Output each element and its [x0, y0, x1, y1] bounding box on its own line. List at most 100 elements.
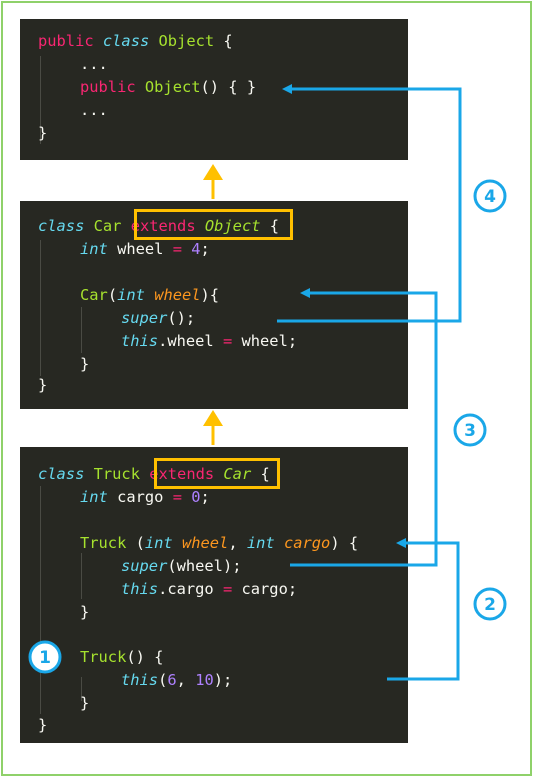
assign-operator: =	[222, 332, 233, 350]
indent-guide	[40, 486, 41, 714]
paren: (	[158, 671, 168, 689]
car-field-wheel: int wheel = 4;	[80, 239, 210, 259]
step-label-2: 2	[484, 595, 496, 615]
constructor-name-object: Object	[144, 78, 201, 96]
number-literal: 4	[191, 240, 201, 258]
truck-this-call: this(6, 10);	[121, 670, 232, 690]
object-ellipsis-bottom: ...	[80, 101, 108, 119]
member-access: .cargo	[158, 580, 223, 598]
call-arrow-step-4	[277, 84, 462, 323]
comma: ,	[176, 671, 196, 689]
step-marker-1: 1	[28, 640, 62, 674]
car-super-call: super();	[121, 308, 195, 328]
indent-guide	[81, 677, 82, 701]
semicolon: ;	[200, 488, 210, 506]
assign-operator: =	[172, 488, 182, 506]
paren-brace: ) {	[330, 534, 359, 552]
parent-class-object: Object	[204, 217, 261, 235]
assigned-value: wheel;	[232, 332, 298, 350]
keyword-extends: extends	[130, 217, 196, 235]
constructor-name-car: Car	[80, 286, 108, 304]
car-close-brace: }	[38, 376, 48, 394]
call-arrow-step-2	[387, 538, 460, 681]
number-literal: 0	[191, 488, 201, 506]
object-close-brace: }	[38, 124, 48, 142]
param-wheel: wheel	[181, 534, 229, 552]
indent-guide	[40, 240, 41, 376]
extends-car-highlight	[154, 458, 280, 489]
comma: ,	[228, 534, 247, 552]
car-class-panel: class Car extends Object { int wheel = 4…	[20, 201, 408, 409]
indent-guide	[40, 56, 41, 144]
keyword-extends: extends	[149, 465, 215, 483]
car-constructor-close: }	[80, 355, 90, 373]
field-name: cargo	[107, 488, 173, 506]
keyword-this: this	[121, 332, 159, 350]
step-marker-3: 3	[453, 413, 487, 447]
param-cargo: cargo	[283, 534, 331, 552]
constructor-body: () { }	[200, 78, 257, 96]
object-constructor: public Object() { }	[80, 77, 256, 97]
step-label-4: 4	[484, 187, 496, 207]
truck-field-cargo: int cargo = 0;	[80, 487, 210, 507]
type-int: int	[80, 240, 108, 258]
assign-operator: =	[172, 240, 182, 258]
keyword-this: this	[121, 580, 159, 598]
keyword-public: public	[38, 32, 94, 50]
extends-object-highlight	[134, 209, 293, 240]
semicolon: ;	[200, 240, 210, 258]
field-name: wheel	[107, 240, 173, 258]
keyword-class: class	[102, 32, 150, 50]
inheritance-arrow-car-to-object	[203, 164, 223, 199]
constructor-name-truck: Truck	[80, 534, 127, 552]
class-name-truck: Truck	[93, 465, 140, 483]
car-this-assignment: this.wheel = wheel;	[121, 331, 297, 351]
inheritance-arrow-truck-to-car	[203, 410, 223, 445]
truck-super-call: super(wheel);	[121, 556, 241, 576]
class-name-car: Car	[93, 217, 122, 235]
assigned-value: cargo;	[232, 580, 298, 598]
step-marker-4: 4	[473, 179, 507, 213]
keyword-super: super	[121, 309, 168, 327]
truck-close-brace: }	[38, 716, 48, 734]
number-literal: 6	[167, 671, 177, 689]
truck-this-assignment: this.cargo = cargo;	[121, 579, 297, 599]
object-class-declaration: public class Object {	[38, 31, 233, 51]
open-brace: {	[260, 465, 270, 483]
call-args: ();	[167, 309, 196, 327]
keyword-super: super	[121, 557, 168, 575]
truck-constructor-two-args: Truck (int wheel, int cargo) {	[80, 533, 358, 553]
constructor-name-truck: Truck	[80, 648, 127, 666]
truck-class-panel: class Truck extends Car { int cargo = 0;…	[20, 447, 408, 743]
truck-constructor-close: }	[80, 603, 90, 621]
param-wheel: wheel	[154, 286, 201, 304]
car-constructor: Car(int wheel){	[80, 285, 219, 305]
type-int: int	[144, 534, 173, 552]
car-class-declaration: class Car extends Object {	[38, 216, 279, 236]
type-int: int	[117, 286, 145, 304]
indent-guide	[81, 553, 82, 599]
type-int: int	[80, 488, 108, 506]
step-marker-2: 2	[473, 587, 507, 621]
constructor-open: () {	[126, 648, 164, 666]
call-args: (wheel);	[167, 557, 242, 575]
paren-semicolon: );	[213, 671, 233, 689]
paren: (	[126, 534, 145, 552]
truck-default-constructor: Truck() {	[80, 647, 163, 667]
step-label-3: 3	[464, 421, 476, 441]
paren-brace: ){	[200, 286, 220, 304]
paren: (	[107, 286, 118, 304]
type-int: int	[246, 534, 275, 552]
class-name-object: Object	[158, 32, 215, 50]
call-arrow-step-3	[290, 288, 438, 567]
indent-guide	[81, 307, 82, 353]
truck-default-constructor-close: }	[80, 694, 90, 712]
truck-class-declaration: class Truck extends Car {	[38, 464, 270, 484]
keyword-public: public	[80, 78, 136, 96]
open-brace: {	[269, 217, 280, 235]
parent-class-car: Car	[223, 465, 252, 483]
keyword-class: class	[38, 465, 85, 483]
step-label-1: 1	[39, 648, 51, 668]
object-ellipsis-top: ...	[80, 55, 108, 73]
